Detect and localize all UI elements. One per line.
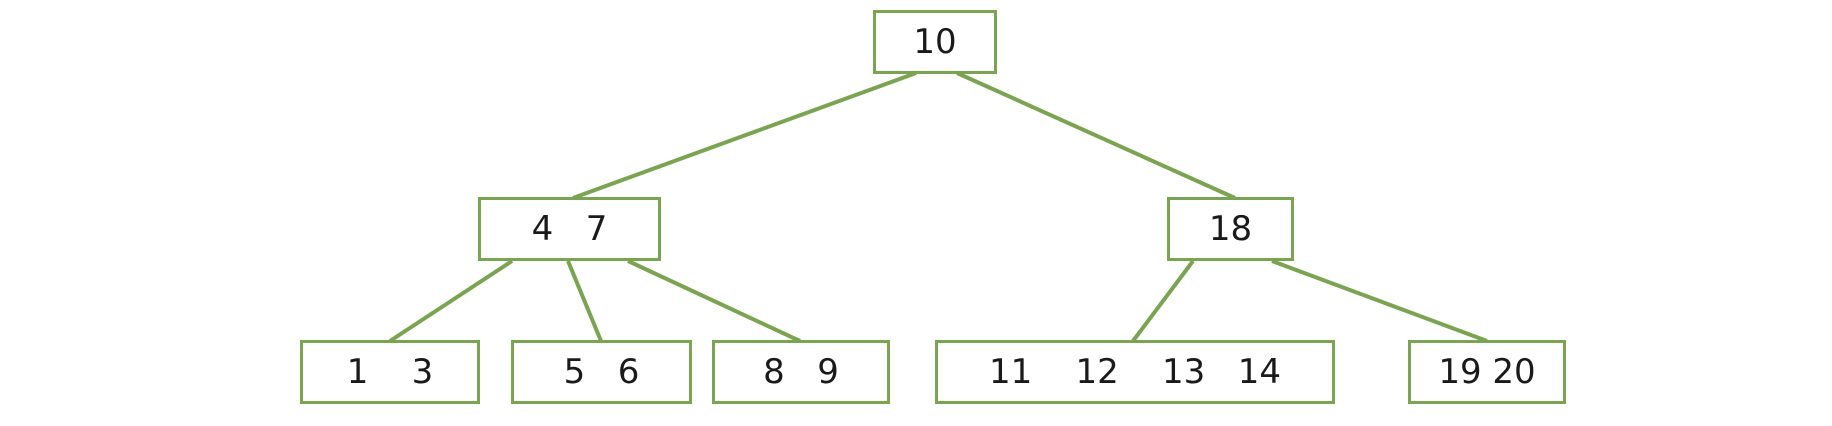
tree-edge: [1271, 259, 1488, 343]
tree-node-leaf-5-6[interactable]: 5 6: [511, 340, 692, 404]
tree-node-keys: 10: [913, 22, 957, 62]
tree-edge: [388, 259, 514, 343]
tree-node-keys: 8 9: [763, 352, 839, 392]
tree-edge: [956, 71, 1236, 200]
tree-node-internal-right[interactable]: 18: [1167, 197, 1294, 261]
tree-edge: [1131, 259, 1195, 343]
tree-node-internal-left[interactable]: 4 7: [478, 197, 661, 261]
tree-node-leaf-11-14[interactable]: 11 12 13 14: [935, 340, 1335, 404]
tree-edge: [627, 259, 801, 343]
tree-node-leaf-1-3[interactable]: 1 3: [300, 340, 480, 404]
tree-node-leaf-19-20[interactable]: 19 20: [1408, 340, 1566, 404]
tree-node-keys: 11 12 13 14: [989, 352, 1281, 392]
tree-node-leaf-8-9[interactable]: 8 9: [712, 340, 890, 404]
tree-node-keys: 4 7: [531, 209, 608, 249]
tree-edge: [566, 260, 603, 342]
tree-node-keys: 5 6: [563, 352, 640, 392]
tree-node-root[interactable]: 10: [873, 10, 997, 74]
tree-edge: [572, 71, 917, 200]
tree-node-keys: 19 20: [1438, 352, 1536, 392]
tree-node-keys: 18: [1208, 209, 1253, 249]
tree-node-keys: 1 3: [346, 352, 434, 392]
